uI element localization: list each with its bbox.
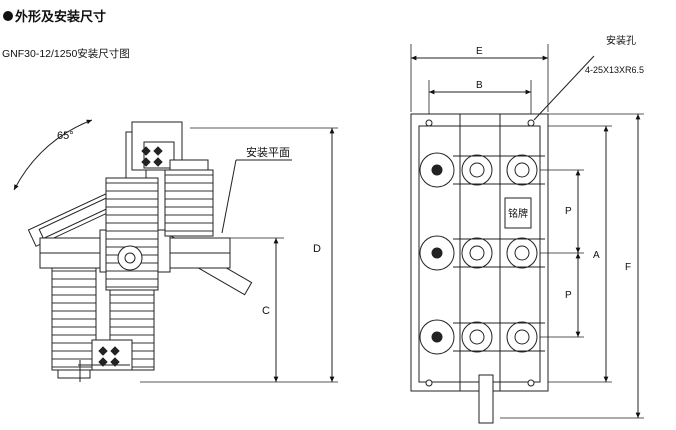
dimension-e-label: E [476,46,483,57]
bullet-icon [3,10,13,21]
phase-lower [419,319,545,355]
dimension-a-label: A [593,250,600,261]
dimension-f-label: F [625,262,631,273]
side-view: 65° [13,119,338,383]
drawing-model-label: GNF30-12/1250安装尺寸图 [2,48,130,60]
angle-arc [13,119,93,191]
mounting-plane-label: 安装平面 [246,145,290,159]
nameplate [504,197,532,229]
angle-label: 65° [57,130,74,142]
dimension-p-upper-label: P [565,206,572,217]
section-heading: 外形及安装尺寸 [3,6,106,25]
mounting-hole [527,379,535,387]
section-title: 外形及安装尺寸 [15,10,107,25]
dimension-d-label: D [313,243,321,255]
insulator-center [105,177,159,291]
insulator-lower-left [51,267,97,371]
dimension-c-label: C [262,305,270,317]
hole-label: 安装孔 [606,34,636,47]
hole-spec: 4-25X13XR6.5 [585,65,644,75]
phase-middle [419,235,545,271]
mounting-hole [425,379,433,387]
mounting-hole [527,119,535,127]
mounting-hole [425,119,433,127]
phase-upper [419,152,545,188]
plan-view: E B 安装孔 4-25X13XR6.5 [410,34,644,424]
operating-shaft [478,374,494,424]
dimension-b-label: B [476,80,483,91]
insulator-right [164,169,214,237]
dimension-p-lower-label: P [565,290,572,301]
nameplate-label: 铭牌 [508,207,528,220]
